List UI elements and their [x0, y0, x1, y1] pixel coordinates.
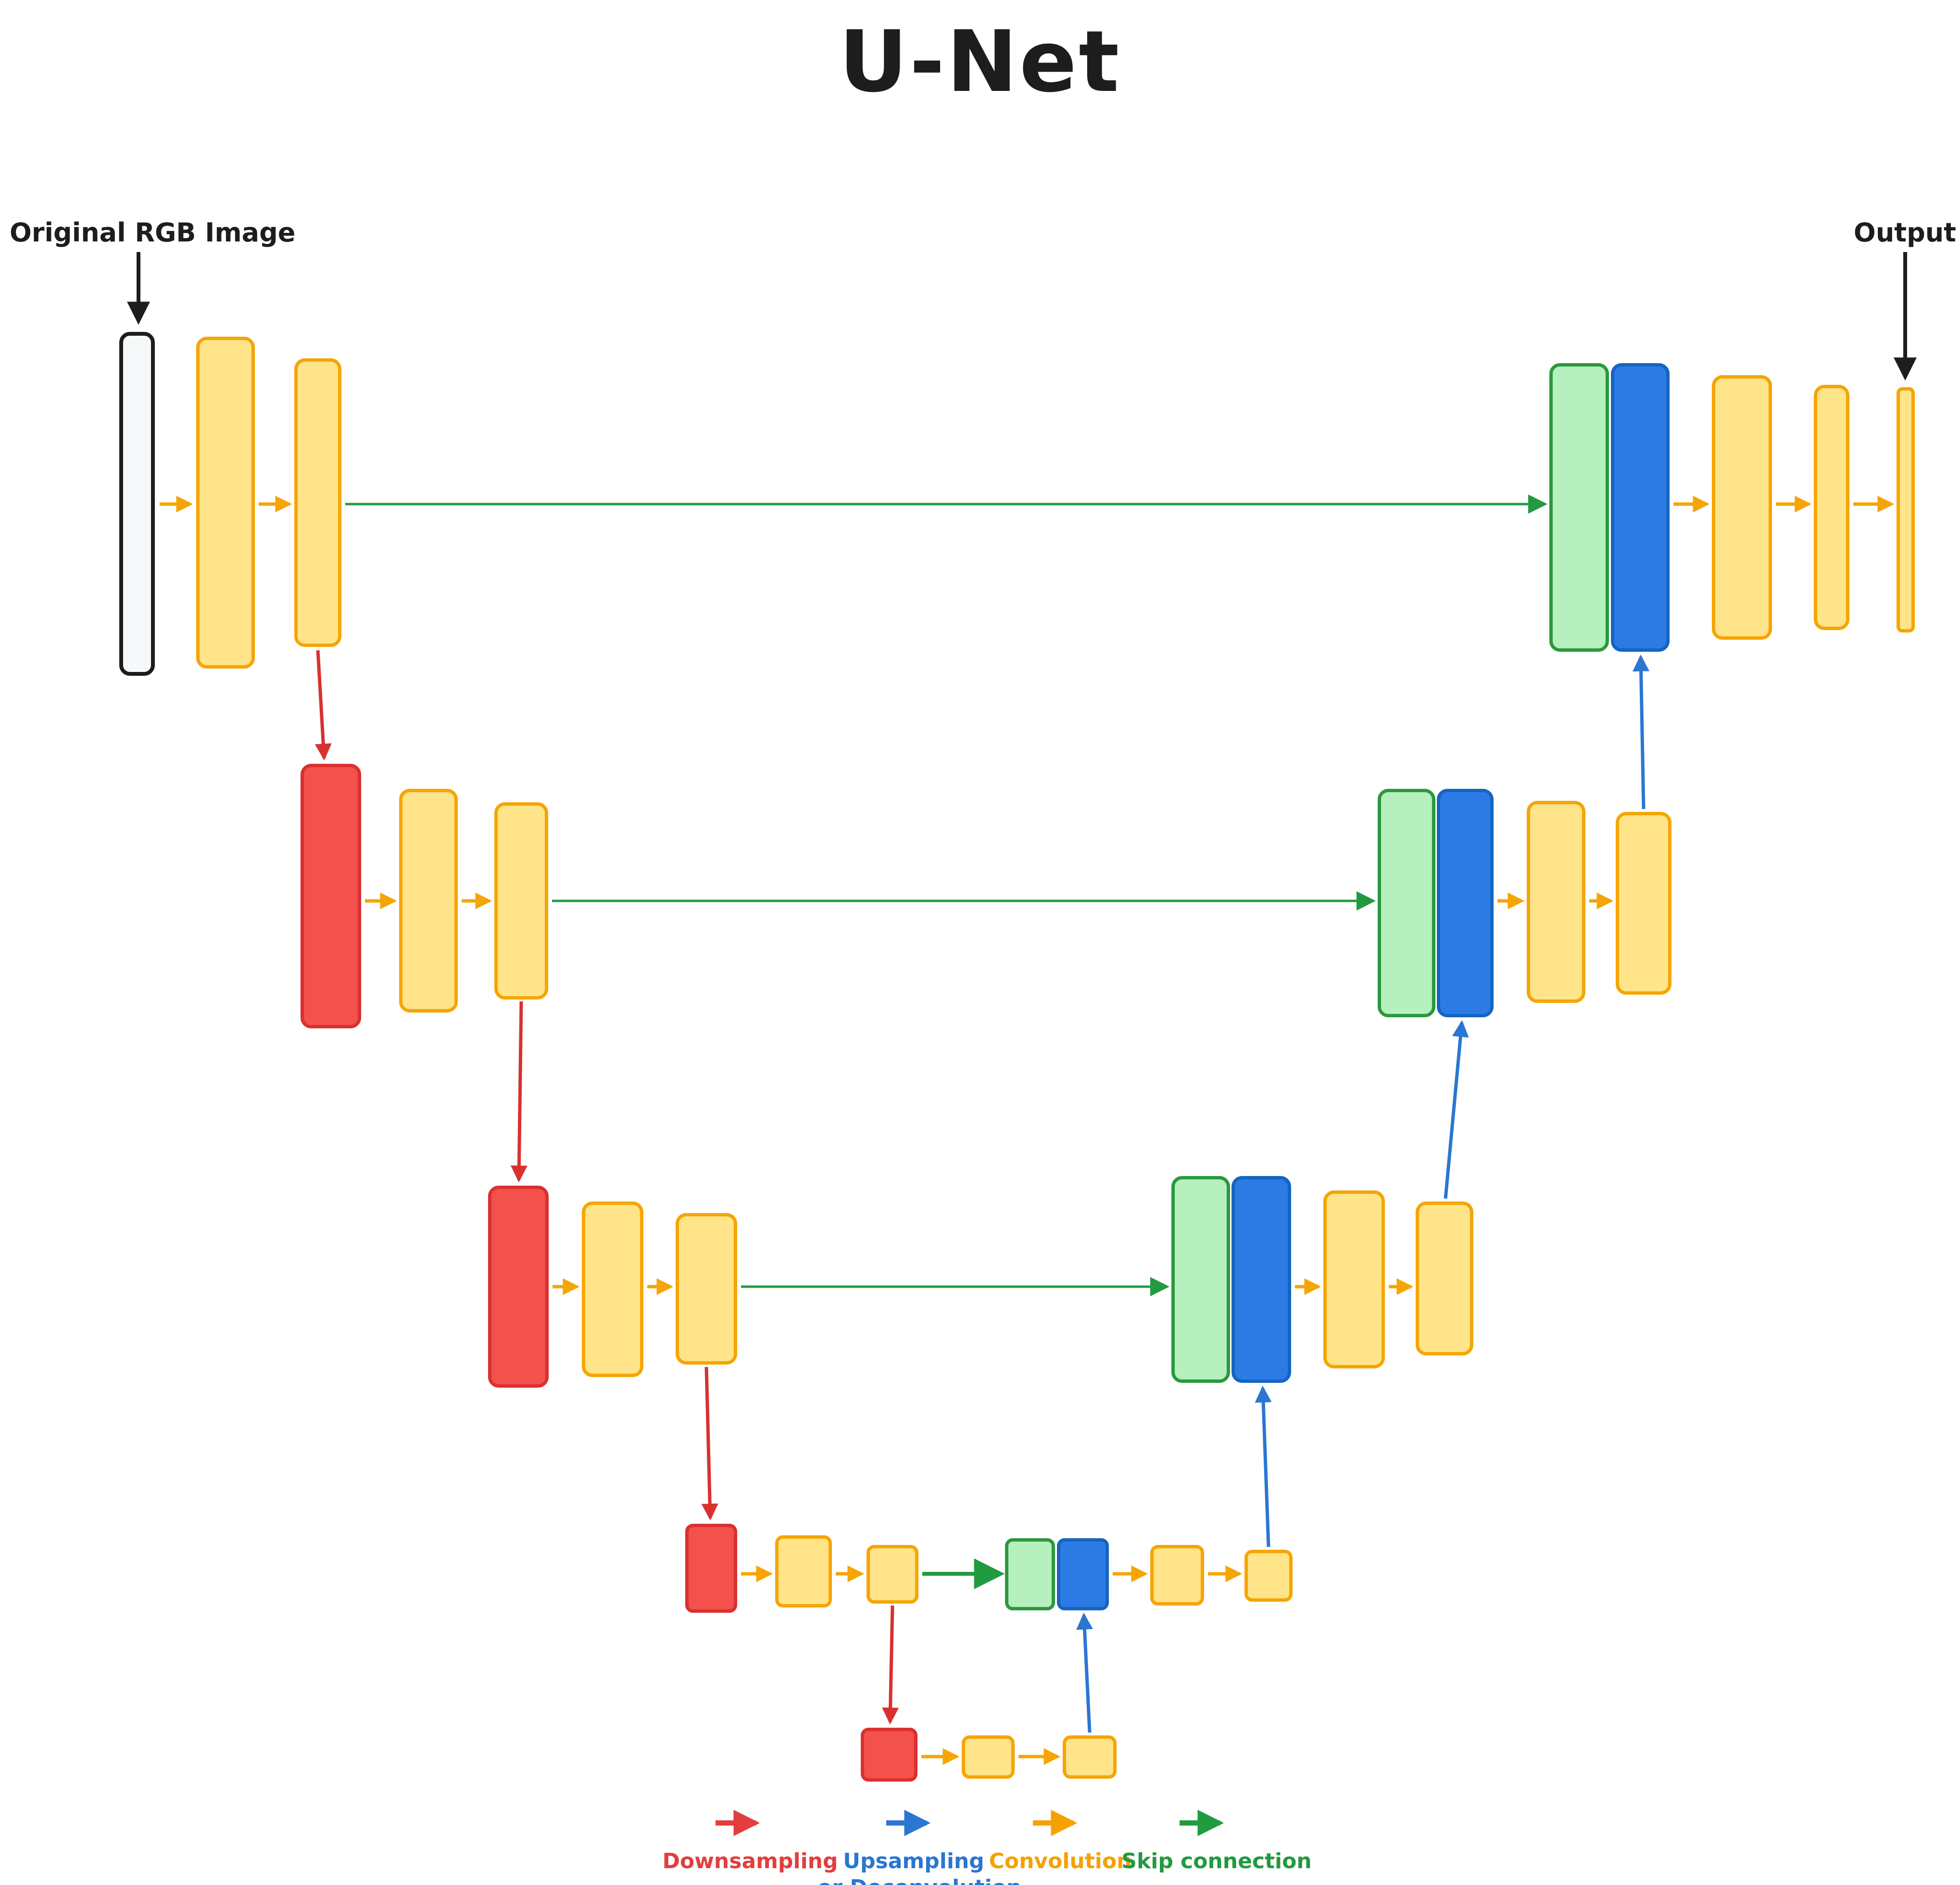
legend-label-line: Upsampling	[843, 1849, 984, 1873]
l3-downsample-block	[488, 1186, 549, 1388]
l3-upsample-block	[1231, 1176, 1291, 1383]
legend-label-upsampling: Upsampling or Deconvolution	[817, 1848, 1021, 1885]
l3-conv-block-2	[676, 1213, 737, 1365]
upsample-arrow-l3-l2	[1444, 1020, 1469, 1199]
l4-upsample-block	[1057, 1538, 1109, 1610]
l3-skip-concat-block	[1171, 1176, 1230, 1383]
upsample-arrow-l4-l3	[1255, 1385, 1272, 1547]
l1-skip-concat-block	[1549, 363, 1609, 652]
l3-conv-block-3	[1323, 1190, 1385, 1368]
legend-label-convolution: Convolution	[964, 1848, 1156, 1874]
legend-label-line: or Deconvolution	[817, 1874, 1021, 1885]
l1-conv-block-3	[1712, 375, 1772, 640]
l3-conv-block-4	[1416, 1202, 1473, 1355]
l2-upsample-block	[1437, 789, 1494, 1017]
l4-conv-block-4	[1244, 1550, 1293, 1602]
input-label: Original RGB Image	[10, 217, 296, 248]
l5-conv-block-1	[962, 1735, 1015, 1779]
output-label: Output	[1853, 217, 1956, 248]
downsample-arrow-l3-l4	[701, 1366, 718, 1521]
downsample-arrow-l2-l3	[510, 1001, 528, 1183]
input-image-block	[119, 332, 155, 676]
l4-downsample-block	[685, 1524, 737, 1613]
l5-conv-block-2	[1063, 1735, 1117, 1779]
l1-upsample-block	[1611, 363, 1670, 652]
legend-label-downsampling: Downsampling	[654, 1848, 846, 1874]
upsample-arrow-l5-l4	[1076, 1612, 1093, 1733]
l2-conv-block-2	[494, 802, 548, 999]
l5-downsample-block	[861, 1728, 917, 1782]
l4-conv-block-1	[775, 1535, 832, 1607]
l1-conv-block-1	[196, 337, 255, 669]
l4-skip-concat-block	[1005, 1538, 1055, 1610]
downsample-arrow-l4-l5	[882, 1605, 899, 1725]
l3-conv-block-1	[582, 1202, 643, 1377]
legend-label-line: Downsampling	[662, 1849, 838, 1873]
l2-downsample-block	[301, 764, 361, 1028]
l2-conv-block-4	[1616, 812, 1671, 995]
upsample-arrow-l2-l1	[1633, 654, 1650, 810]
legend-label-line: Skip connection	[1121, 1849, 1312, 1873]
l2-conv-block-1	[399, 789, 458, 1012]
legend-label-skip-connection: Skip connection	[1120, 1848, 1313, 1874]
output-block	[1897, 387, 1915, 633]
l2-conv-block-3	[1527, 801, 1585, 1003]
l1-conv-block-4	[1814, 385, 1849, 630]
downsample-arrow-l1-l2	[314, 650, 332, 761]
legend-label-line: Convolution	[989, 1849, 1132, 1873]
l4-conv-block-3	[1150, 1545, 1204, 1606]
l4-conv-block-2	[867, 1545, 918, 1604]
diagram-title: U-Net	[839, 13, 1121, 111]
l1-conv-block-2	[294, 358, 341, 647]
l2-skip-concat-block	[1378, 789, 1435, 1017]
